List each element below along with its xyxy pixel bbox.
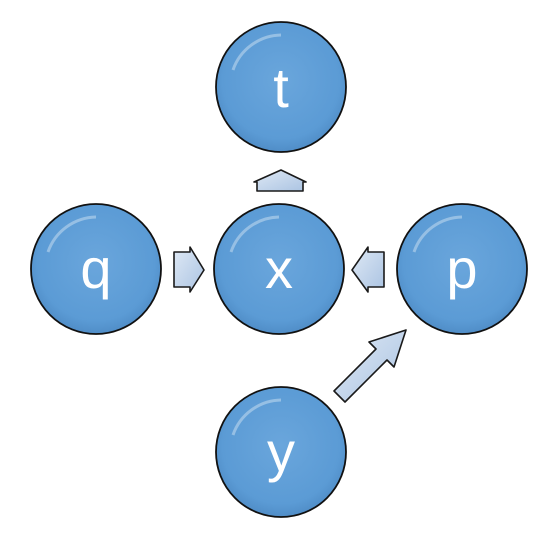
arrow-x-to-t bbox=[253, 169, 307, 192]
node-label-q: q bbox=[80, 237, 111, 300]
arrow-y-to-p bbox=[333, 329, 407, 403]
node-label-y: y bbox=[267, 420, 295, 483]
node-label-x: x bbox=[265, 237, 293, 300]
node-label-t: t bbox=[273, 56, 289, 119]
node-y: y bbox=[215, 386, 347, 518]
node-p: p bbox=[396, 203, 528, 335]
node-t: t bbox=[215, 21, 347, 153]
node-label-p: p bbox=[446, 237, 477, 300]
arrow-q-to-x bbox=[173, 246, 205, 293]
arrow-p-to-x bbox=[351, 246, 385, 293]
node-q: q bbox=[30, 203, 162, 335]
node-x: x bbox=[213, 203, 345, 335]
